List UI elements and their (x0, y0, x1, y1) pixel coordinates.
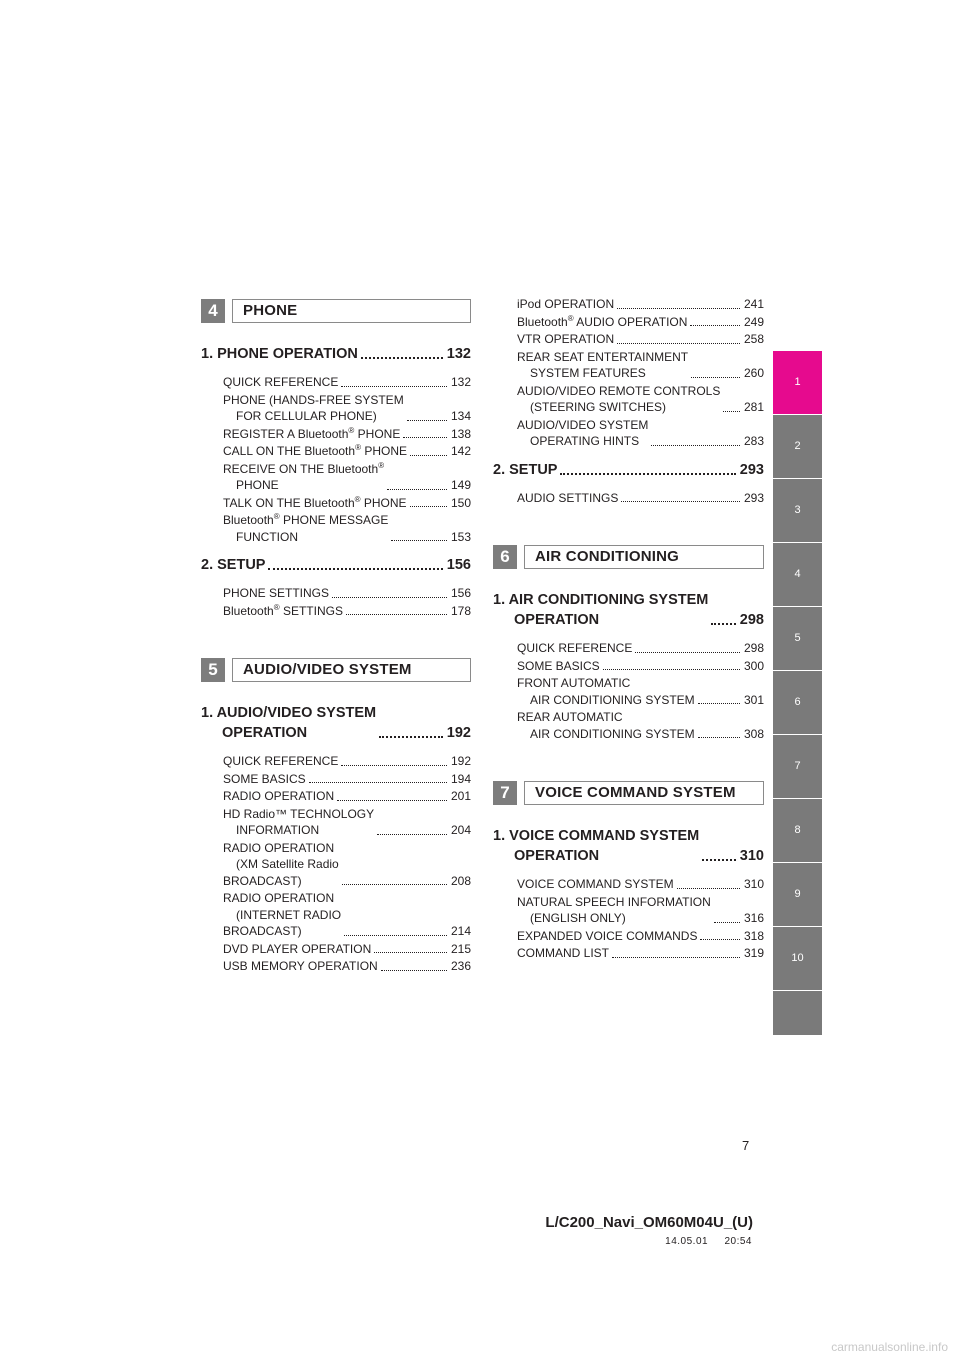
chapter-tab-3[interactable]: 3 (773, 479, 822, 542)
chapter-tabs: 1 2 3 4 5 6 7 8 9 10 (773, 351, 822, 1036)
chapter-tab-5[interactable]: 5 (773, 607, 822, 670)
section-title: AIR CONDITIONING (535, 548, 680, 565)
chapter-tab-blank (773, 991, 822, 1035)
chapter-tab-2[interactable]: 2 (773, 415, 822, 478)
section-header-phone: 4 PHONE (201, 296, 471, 326)
timestamp: 14.05.01 20:54 (665, 1236, 752, 1247)
chapter-tab-1[interactable]: 1 (773, 351, 822, 414)
section-number: 5 (201, 658, 225, 682)
chapter-tab-4[interactable]: 4 (773, 543, 822, 606)
document-code: L/C200_Navi_OM60M04U_(U) (545, 1214, 753, 1231)
section-title: VOICE COMMAND SYSTEM (535, 784, 736, 801)
page-number: 7 (742, 1138, 750, 1153)
section-number: 4 (201, 299, 225, 323)
section-header-audio: 5 AUDIO/VIDEO SYSTEM (201, 655, 471, 685)
section-header-air: 6 AIR CONDITIONING (493, 542, 764, 572)
chapter-tab-8[interactable]: 8 (773, 799, 822, 862)
watermark: carmanualsonline.info (831, 1340, 948, 1354)
chapter-tab-10[interactable]: 10 (773, 927, 822, 990)
section-title: PHONE (243, 302, 298, 319)
toc-item[interactable]: NATURAL SPEECH INFORMATION(ENGLISH ONLY)… (517, 894, 764, 926)
toc-item[interactable]: AUDIO/VIDEO REMOTE CONTROLS(STEERING SWI… (517, 383, 764, 415)
chapter-tab-9[interactable]: 9 (773, 863, 822, 926)
section-title: AUDIO/VIDEO SYSTEM (243, 661, 412, 678)
chapter-tab-6[interactable]: 6 (773, 671, 822, 734)
section-header-voice: 7 VOICE COMMAND SYSTEM (493, 778, 764, 808)
section-number: 7 (493, 781, 517, 805)
chapter-tab-7[interactable]: 7 (773, 735, 822, 798)
section-number: 6 (493, 545, 517, 569)
